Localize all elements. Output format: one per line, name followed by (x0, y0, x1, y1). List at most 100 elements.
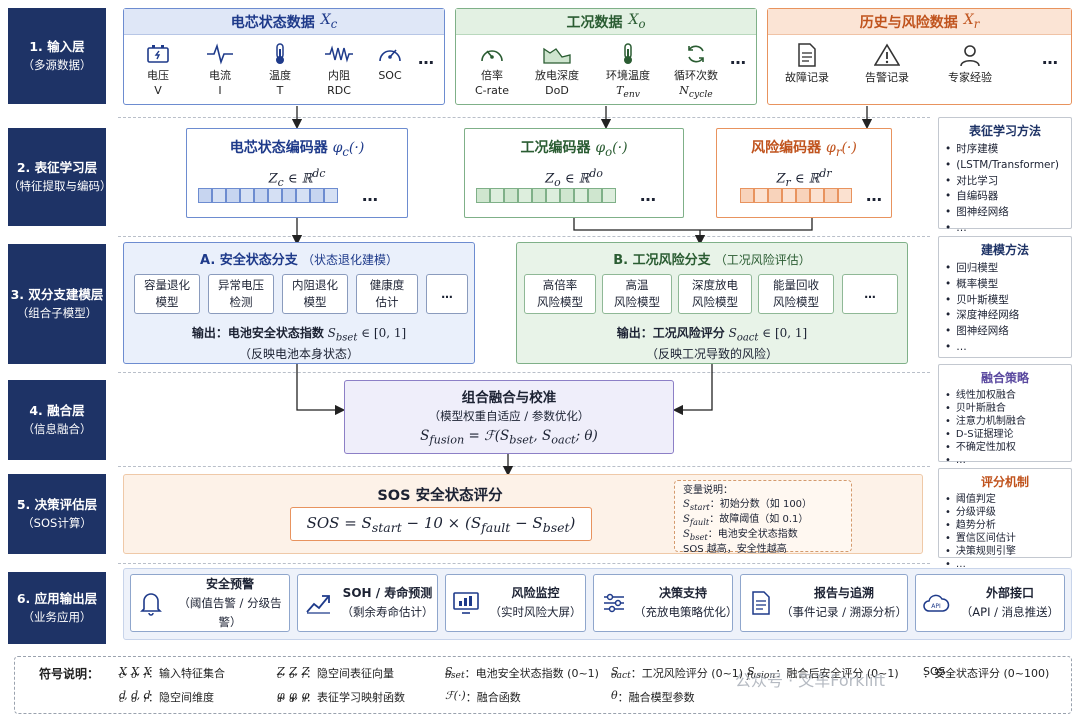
sos-title: SOS 安全状态评分 (377, 488, 503, 504)
resistor-icon (325, 45, 353, 63)
health-estimation: 健康度 估计 (356, 274, 418, 314)
flow-arrows (291, 106, 873, 477)
separator (118, 466, 930, 467)
layer-1-label: 1. 输入层（多源数据） (8, 8, 106, 104)
abnormal-voltage-detection: 异常电压 检测 (208, 274, 274, 314)
ellipsis: … (640, 186, 657, 205)
gauge-icon (379, 49, 401, 62)
cell-latent-vector (198, 188, 338, 203)
fusion-calibration-box: 组合融合与校准 （模型权重自适应 / 参数优化） Sfusion = ℱ(Sbs… (344, 380, 674, 454)
high-temp-risk-model: 高温 风险模型 (602, 274, 672, 314)
separator (118, 372, 930, 373)
layer-2-label: 2. 表征学习层（特征提取与编码） (8, 128, 112, 226)
thermometer-icon (276, 43, 284, 64)
input-expert-experience: 专家经验 (942, 43, 998, 86)
input-alarm-records: 告警记录 (862, 43, 912, 86)
bell-icon (140, 593, 162, 616)
warning-icon (874, 43, 900, 66)
side-panel-scoring: 评分机制 阈值判定 分级评级 趋势分析 置信区间估计 决策规则引擎 … (938, 468, 1072, 570)
app-decision-support[interactable]: 决策支持（充放电策略优化） (593, 574, 738, 632)
layer-6-label: 6. 应用输出层（业务应用） (8, 572, 106, 644)
report-icon (752, 591, 770, 615)
monitor-chart-icon (453, 592, 479, 614)
branch-a-more: … (426, 274, 468, 314)
side-panel-representation: 表征学习方法 时序建模 (LSTM/Transformer) 对比学习 自编码器… (938, 117, 1072, 234)
fusion-title: 组合融合与校准 (461, 390, 557, 406)
layer-3-label: 3. 双分支建模层（组合子模型） (8, 244, 106, 364)
battery-icon (147, 45, 169, 63)
area-chart-icon (543, 47, 571, 64)
input-fault-records: 故障记录 (782, 43, 832, 86)
app-external-interface[interactable]: API 外部接口（API / 消息推送） (915, 574, 1065, 632)
cell-encoder: 电芯状态编码器 φc(·) Zc ∈ ℝdc (186, 128, 408, 218)
risk-encoder: 风险编码器 φr(·) Zr ∈ ℝdr (716, 128, 892, 218)
app-report-traceability[interactable]: 报告与追溯（事件记录 / 溯源分析） (740, 574, 908, 632)
side-panel-modeling: 建模方法 回归模型 概率模型 贝叶斯模型 深度神经网络 图神经网络 … (938, 236, 1072, 358)
resistance-degradation-model: 内阻退化 模型 (282, 274, 348, 314)
high-rate-risk-model: 高倍率 风险模型 (524, 274, 596, 314)
watermark: 公众号 · 叉车Forklift (735, 671, 886, 690)
api-cloud-icon: API (923, 594, 950, 612)
app-risk-monitoring[interactable]: 风险监控（实时风险大屏） (445, 574, 586, 632)
app-soh-prediction[interactable]: SOH / 寿命预测（剩余寿命估计） (297, 574, 438, 632)
ellipsis: … (1042, 49, 1059, 68)
layer-5-label: 5. 决策评估层（SOS计算） (8, 474, 106, 554)
separator (118, 563, 930, 564)
layer-4-label: 4. 融合层（信息融合） (8, 380, 106, 460)
document-icon (798, 43, 816, 67)
ellipsis: … (730, 49, 747, 68)
sos-formula: SOS = Sstart − 10 × (Sfault − Sbset) (290, 507, 592, 541)
branch-b-output: 输出：工况风险评分 Soact ∈ [0, 1] （反映工况导致的风险） (616, 326, 808, 362)
current-wave-icon (207, 43, 233, 65)
legend-item: θ ：融合模型参数 (611, 689, 695, 704)
branch-a-title: A. 安全状态分支 （状态退化建模） (200, 253, 398, 268)
sliders-icon (604, 593, 624, 613)
legend-item: ℱ(·) ：融合函数 (445, 689, 521, 704)
fusion-formula: Sfusion = ℱ(Sbset, Soact; θ) (420, 428, 598, 447)
branch-a-output: 输出：电池安全状态指数 Sbset ∈ [0, 1] （反映电池本身状态） (191, 326, 407, 362)
fusion-note: （模型权重自适应 / 参数优化） (428, 409, 590, 423)
risk-latent-vector (740, 188, 852, 203)
sos-variables-note: 变量说明： Sstart：初始分数（如 100） Sfault：故障阈值（如 0… (674, 480, 852, 555)
cycle-icon (688, 45, 704, 63)
condition-encoder: 工况编码器 φo(·) Zo ∈ ℝdo (464, 128, 684, 218)
legend-title: 符号说明： (39, 667, 100, 681)
user-icon (960, 45, 980, 67)
side-panel-fusion: 融合策略 线性加权融合 贝叶斯融合 注意力机制融合 D-S证据理论 不确定性加权… (938, 364, 1072, 466)
thermometer-icon (624, 43, 632, 64)
branch-b-more: … (842, 274, 898, 314)
ellipsis: … (362, 186, 379, 205)
capacity-degradation-model: 容量退化 模型 (134, 274, 200, 314)
input-soc: SOC (370, 43, 410, 84)
speedometer-icon (481, 50, 503, 62)
condition-latent-vector (476, 188, 616, 203)
svg-text:API: API (931, 603, 941, 610)
app-safety-warning[interactable]: 安全预警（阈值告警 / 分级告警） (130, 574, 290, 632)
energy-recovery-risk-model: 能量回收 风险模型 (758, 274, 834, 314)
branch-b-title: B. 工况风险分支 （工况风险评估） (613, 253, 811, 268)
ellipsis: … (866, 186, 883, 205)
separator (118, 117, 930, 118)
trend-up-icon (306, 595, 330, 614)
